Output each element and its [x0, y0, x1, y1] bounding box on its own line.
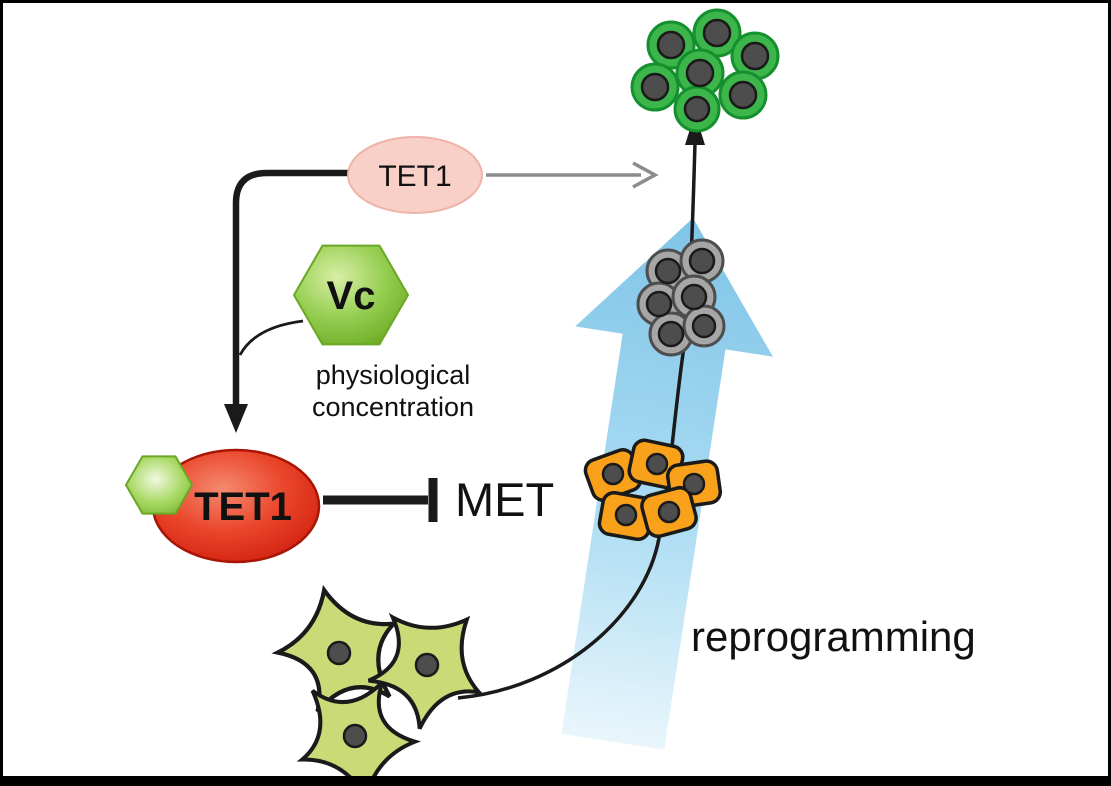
nucleus	[680, 283, 708, 311]
met-label: MET	[455, 473, 554, 526]
nucleus	[657, 320, 685, 348]
nucleus	[740, 41, 770, 71]
bound-vc-hexagon	[124, 455, 194, 515]
ipsc-colony	[630, 8, 780, 133]
nucleus	[702, 18, 732, 48]
tet1-free-ellipse	[347, 136, 483, 214]
nucleus	[414, 652, 440, 678]
tet1-binding-arrowhead	[224, 404, 248, 433]
tet1-reprogramming-diagram: TET1 Vc physiological concentration TET1…	[124, 8, 976, 776]
nucleus	[683, 95, 711, 123]
gray-cell-nuclei	[645, 247, 717, 348]
nucleus	[601, 462, 625, 486]
nucleus	[640, 72, 670, 102]
ipsc-nuclei	[640, 18, 770, 123]
tet1-free-label: TET1	[378, 160, 451, 193]
fibroblast-cells	[265, 575, 512, 776]
vitamin-c-label: Vc	[327, 274, 376, 318]
vitamin-c-hexagon	[292, 244, 410, 346]
tet1-binding-arrow-line	[232, 169, 349, 407]
vc-connector-line	[238, 319, 304, 356]
nucleus	[342, 723, 368, 749]
nucleus	[645, 452, 669, 476]
nucleus	[682, 472, 706, 496]
nucleus	[688, 247, 716, 275]
tet1-bound-label: TET1	[194, 485, 292, 529]
physiological-caption-line1: physiological	[316, 360, 471, 390]
nucleus	[691, 313, 717, 339]
fibroblast-nuclei	[326, 640, 440, 749]
nucleus	[645, 290, 673, 318]
nucleus	[654, 257, 682, 285]
nucleus	[326, 640, 352, 666]
nucleus	[685, 58, 715, 88]
orange-cell-nuclei	[601, 452, 706, 527]
nucleus	[656, 30, 686, 60]
tet1-weak-effect-arrowhead	[632, 161, 659, 189]
physiological-caption-line2: concentration	[312, 392, 474, 422]
nucleus	[657, 500, 681, 524]
reprogramming-label: reprogramming	[691, 613, 976, 660]
nucleus	[614, 503, 638, 527]
nucleus	[728, 80, 758, 110]
